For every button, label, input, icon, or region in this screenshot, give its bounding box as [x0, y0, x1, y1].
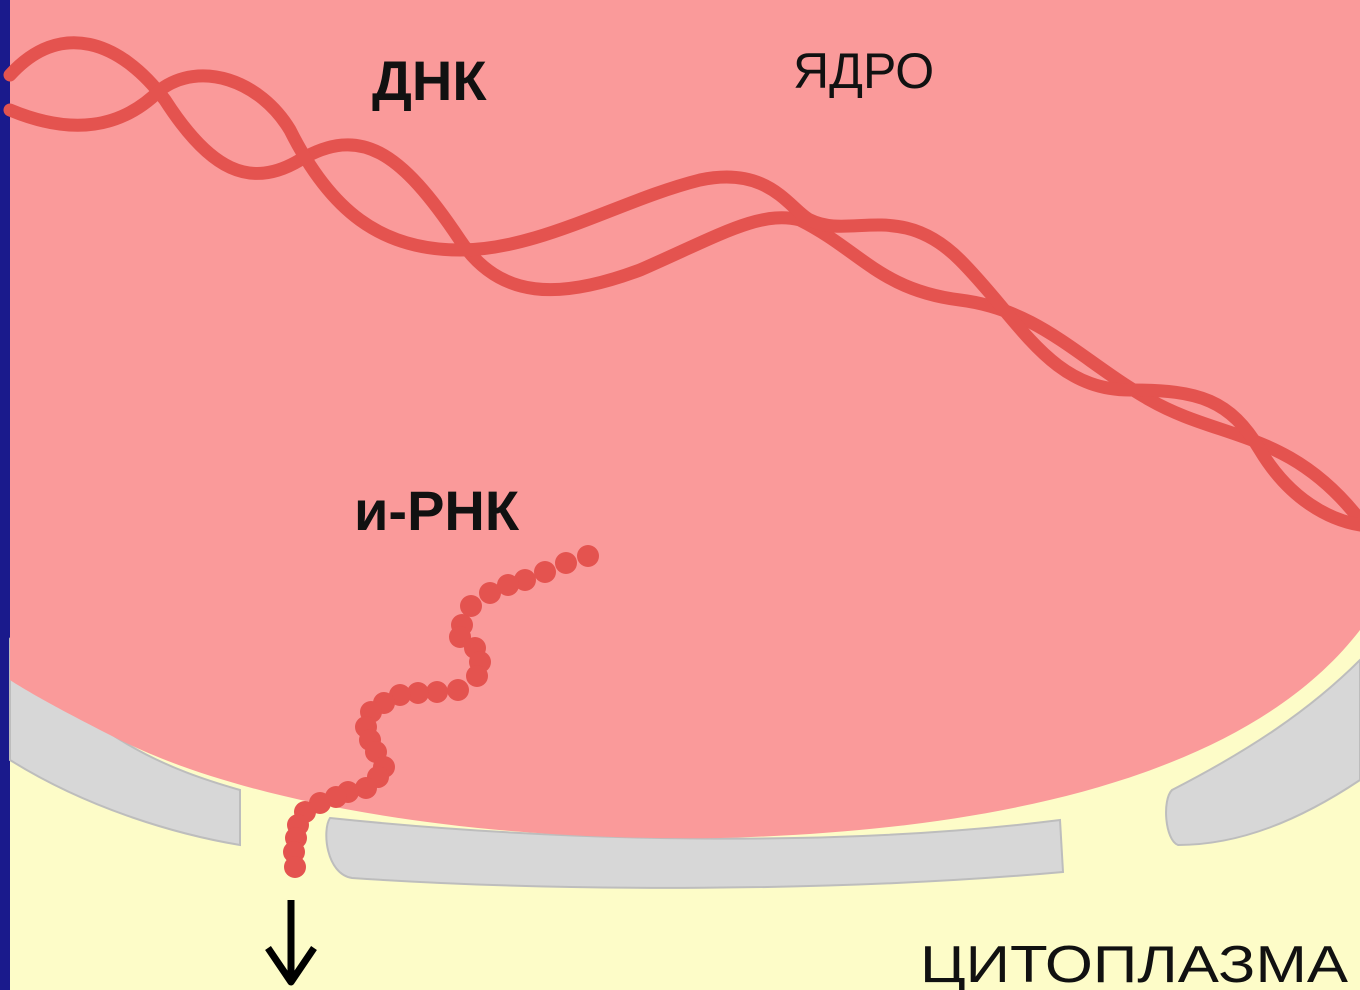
mrna-nucleotide [284, 856, 306, 878]
mrna-nucleotide [466, 665, 488, 687]
cytoplasm-label: ЦИТОПЛАЗМА [920, 936, 1348, 990]
mrna-nucleotide [479, 582, 501, 604]
mrna-nucleotide [447, 679, 469, 701]
nucleus-label: ЯДРО [793, 43, 934, 99]
mrna-nucleotide [534, 561, 556, 583]
mrna-nucleotide [426, 681, 448, 703]
mrna-nucleotide [555, 552, 577, 574]
mrna-nucleotide [460, 595, 482, 617]
dna-label: ДНК [372, 49, 487, 112]
nucleus-body [10, 0, 1360, 838]
mrna-label: и-РНК [354, 479, 520, 542]
mrna-nucleotide [577, 545, 599, 567]
